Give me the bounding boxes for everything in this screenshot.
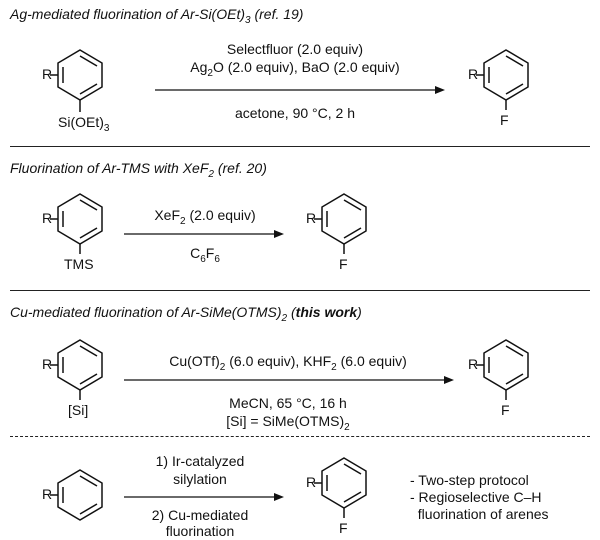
product-r-group-label: R — [468, 356, 479, 372]
benzene-ring-icon — [50, 193, 103, 254]
benzene-ring-icon — [50, 339, 103, 400]
benzene-ring-icon — [314, 457, 367, 518]
section-1-cond-above-1: Selectfluor (2.0 equiv) — [226, 41, 364, 57]
section-3-cond-below-2: [Si] = SiMe(OTMS)2 — [226, 413, 350, 433]
section-2-cond-below-1: C6F6 — [190, 245, 220, 265]
product-2-fluoro: F — [339, 256, 348, 272]
benzene-ring-icon — [50, 469, 103, 521]
note-line: - Regioselective C–H — [410, 489, 542, 505]
section-4-cond-above-1: 1) Ir-catalyzed — [155, 453, 245, 469]
benzene-ring-icon — [314, 193, 367, 254]
section-1-title: Ag-mediated fluorination of Ar-Si(OEt)3 … — [10, 6, 304, 26]
reaction-arrow-2 — [124, 230, 284, 238]
reactant-2-tms-group: TMS — [64, 256, 94, 272]
section-2-title: Fluorination of Ar-TMS with XeF2 (ref. 2… — [10, 160, 267, 180]
reactant-1-silyl-group: Si(OEt)3 — [58, 114, 110, 134]
section-1-cond-above-2: Ag2O (2.0 equiv), BaO (2.0 equiv) — [190, 59, 400, 79]
section-2-cond-above-1: XeF2 (2.0 equiv) — [154, 207, 256, 227]
product-r-group-label: R — [468, 66, 479, 82]
r-group-label: R — [42, 66, 53, 82]
note-line: fluorination of arenes — [410, 506, 549, 522]
reaction-arrow-3 — [124, 376, 454, 384]
product-1-fluoro: F — [500, 112, 509, 128]
section-4-cond-below-1: 2) Cu-mediated — [151, 507, 249, 523]
r-group-label: R — [42, 356, 53, 372]
r-group-label: R — [42, 210, 53, 226]
benzene-ring-icon — [476, 339, 529, 400]
section-1-cond-below-1: acetone, 90 °C, 2 h — [234, 105, 355, 121]
section-divider-dashed — [10, 436, 590, 437]
reaction-arrow-4 — [124, 493, 284, 501]
section-divider — [10, 146, 590, 147]
note-line: - Two-step protocol — [410, 472, 529, 488]
reactant-3-si-group: [Si] — [68, 402, 89, 418]
r-group-label: R — [42, 486, 53, 502]
product-r-group-label: R — [306, 474, 317, 490]
benzene-ring-icon — [50, 49, 103, 112]
product-4-fluoro: F — [339, 520, 348, 536]
reaction-arrow-1 — [155, 86, 445, 94]
section-4-cond-below-2: fluorination — [165, 523, 235, 539]
product-3-fluoro: F — [501, 402, 510, 418]
section-3-cond-below-1: MeCN, 65 °C, 16 h — [229, 395, 347, 411]
product-r-group-label: R — [306, 210, 317, 226]
section-3-title: Cu-mediated fluorination of Ar-SiMe(OTMS… — [10, 304, 362, 324]
section-divider — [10, 290, 590, 291]
summary-notes: - Two-step protocol - Regioselective C–H… — [410, 472, 549, 523]
benzene-ring-icon — [476, 49, 529, 110]
section-4-cond-above-2: silylation — [173, 471, 227, 487]
section-3-cond-above-1: Cu(OTf)2 (6.0 equiv), KHF2 (6.0 equiv) — [169, 353, 407, 373]
